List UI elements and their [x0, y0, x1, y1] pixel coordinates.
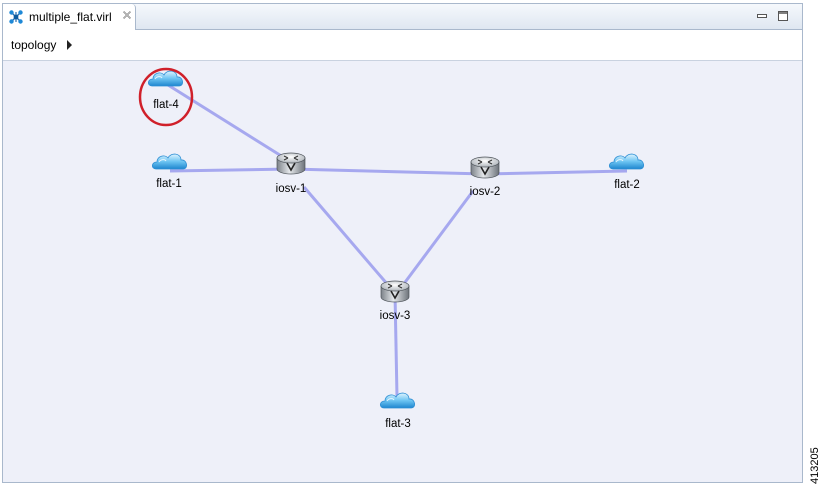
link-iosv3-flat3[interactable]	[393, 292, 399, 398]
breadcrumb: topology	[3, 30, 802, 61]
link-flat1-iosv1[interactable]	[169, 167, 292, 173]
cloud-icon	[151, 153, 188, 170]
link-iosv2-flat2[interactable]	[484, 169, 628, 176]
node-iosv-2[interactable]: iosv-2	[470, 156, 501, 198]
topology-editor: multiple_flat.virl topology	[2, 3, 803, 483]
router-icon	[276, 152, 306, 175]
link-iosv1-iosv2[interactable]	[290, 167, 486, 176]
node-iosv-3[interactable]: iosv-3	[380, 280, 411, 322]
breadcrumb-item-topology[interactable]: topology	[11, 38, 57, 52]
cloud-icon	[379, 392, 416, 409]
figure-id: 413205	[809, 447, 821, 484]
node-label: iosv-3	[380, 310, 411, 322]
node-flat-2[interactable]: flat-2	[608, 153, 645, 191]
node-label: flat-3	[385, 418, 411, 430]
node-label: flat-2	[614, 179, 640, 191]
editor-tab-bar: multiple_flat.virl	[3, 4, 802, 30]
link-flat4-iosv1[interactable]	[167, 83, 292, 164]
editor-tab-title: multiple_flat.virl	[29, 10, 112, 24]
node-iosv-1[interactable]: iosv-1	[276, 152, 307, 195]
chevron-right-icon[interactable]	[66, 40, 73, 50]
highlight-circle	[138, 67, 194, 127]
close-icon[interactable]	[121, 9, 133, 21]
node-flat-3[interactable]: flat-3	[379, 392, 416, 430]
node-flat-4[interactable]: flat-4	[138, 67, 194, 127]
link-iosv1-iosv3[interactable]	[302, 186, 390, 286]
link-iosv2-iosv3[interactable]	[401, 190, 475, 286]
node-label: iosv-2	[470, 186, 501, 198]
topology-canvas[interactable]: flat-4 flat-1 iosv-1 iosv-2 flat-2 iosv-…	[3, 61, 802, 482]
cloud-icon	[608, 153, 645, 170]
editor-tab[interactable]: multiple_flat.virl	[3, 4, 136, 30]
maximize-icon[interactable]	[777, 10, 789, 22]
node-label: iosv-1	[276, 183, 307, 195]
router-icon	[380, 280, 410, 303]
minimize-icon[interactable]	[756, 10, 768, 22]
node-label: flat-4	[153, 99, 179, 111]
links-layer	[167, 83, 628, 398]
router-icon	[470, 156, 500, 179]
node-flat-1[interactable]: flat-1	[151, 153, 188, 190]
node-label: flat-1	[156, 178, 182, 190]
topology-icon	[9, 10, 23, 24]
